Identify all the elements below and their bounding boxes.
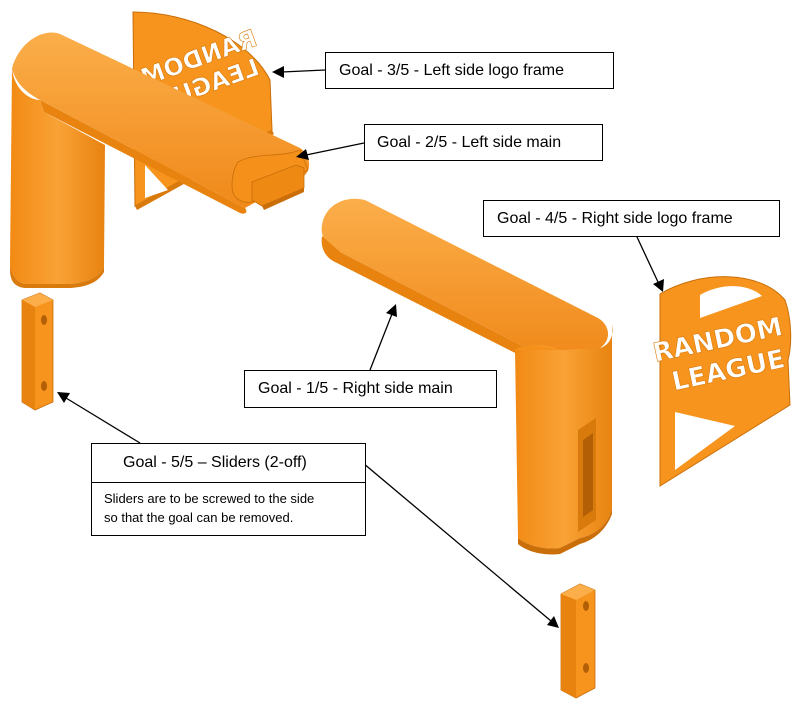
callout-part3-label: Goal - 3/5 - Left side logo frame [339,62,564,79]
left-side-main [10,32,310,288]
slider-right-screw-hole-top [583,601,589,611]
callout-part1: Goal - 1/5 - Right side main [244,370,497,408]
callout-part2-label: Goal - 2/5 - Left side main [377,134,562,151]
right-logo-arch-window [700,286,762,318]
leader-arrows [57,66,664,628]
slider-right [560,583,596,699]
arrow-part4 [636,236,664,292]
callout-part2: Goal - 2/5 - Left side main [364,124,603,161]
arrow-part3 [272,66,326,78]
callout-part4-label: Goal - 4/5 - Right side logo frame [497,210,733,227]
callout-part5-title: Goal - 5/5 – Sliders (2-off) [123,454,307,471]
callout-part5-header: Goal - 5/5 – Sliders (2-off) [92,444,365,483]
callout-part5: Goal - 5/5 – Sliders (2-off) Sliders are… [91,443,366,536]
left-logo-window [145,165,168,198]
arrow-part5-left [57,392,141,444]
callout-part5-note: Sliders are to be screwed to the side so… [92,483,365,527]
arrow-part5-right [362,462,559,628]
right-logo-frame: RANDOM LEAGUE [650,276,792,487]
callout-part3: Goal - 3/5 - Left side logo frame [325,52,614,89]
callout-part4: Goal - 4/5 - Right side logo frame [483,200,780,237]
slider-left-screw-hole-top [41,315,47,325]
slider-left [21,292,54,411]
right-side-main [321,198,613,555]
callout-part5-note-line2: so that the goal can be removed. [104,510,294,525]
callout-part1-label: Goal - 1/5 - Right side main [258,380,453,397]
slider-right-screw-hole-bottom [583,663,589,673]
slider-left-screw-hole-bottom [41,381,47,391]
right-logo-window [675,412,735,470]
callout-part5-note-line1: Sliders are to be screwed to the side [104,491,315,506]
arrow-part2 [296,142,365,160]
arrow-part1 [369,304,397,371]
